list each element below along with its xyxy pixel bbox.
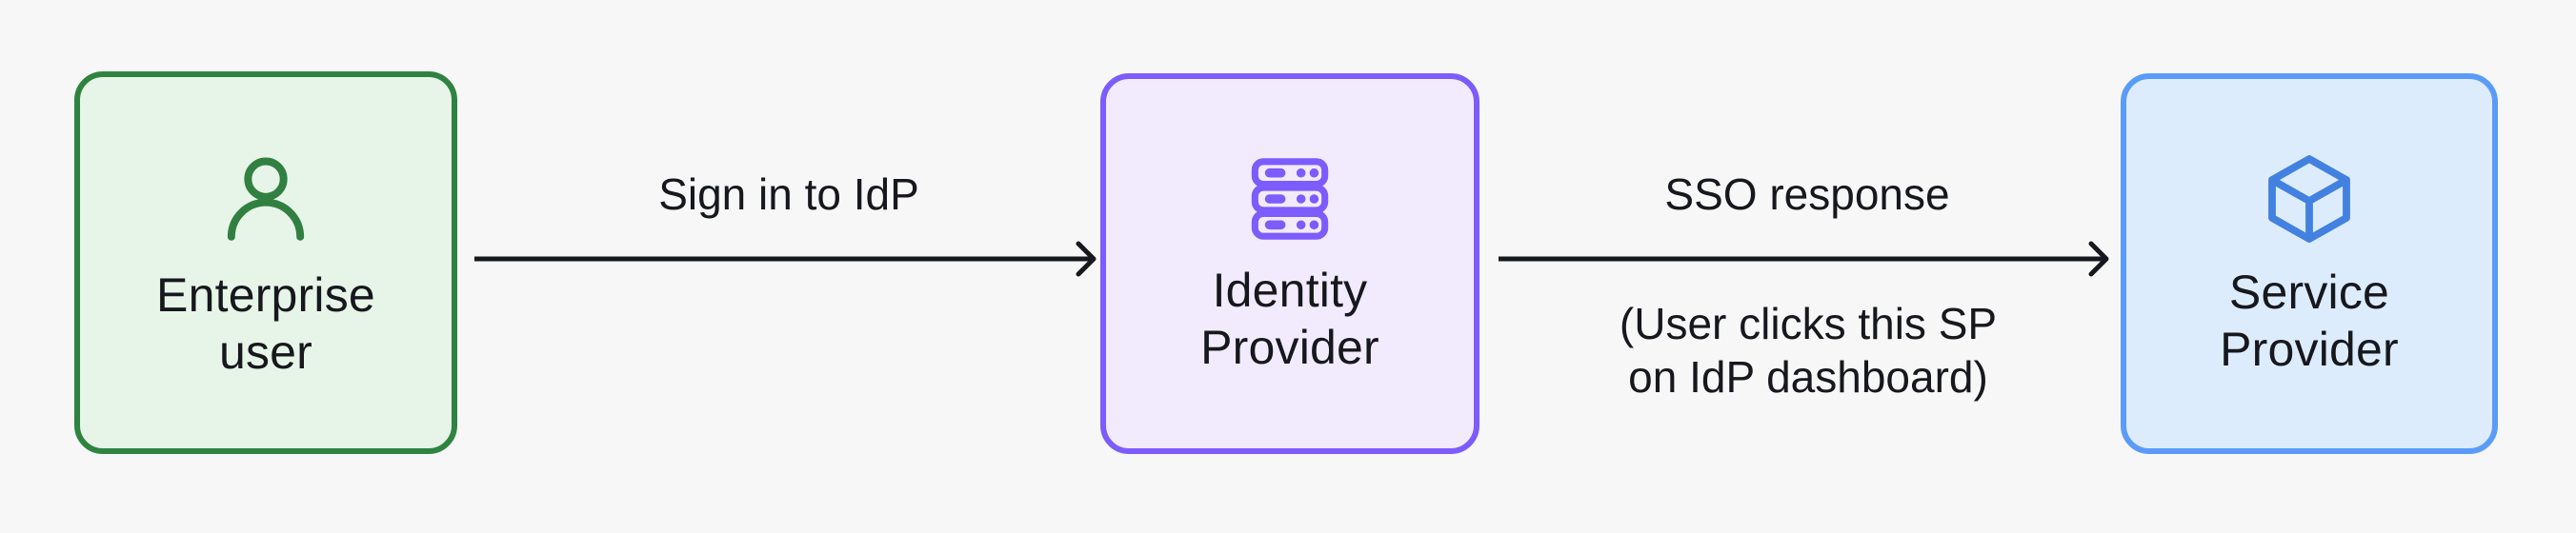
edge-idp-to-sp-label-below: (User clicks this SP on IdP dashboard) xyxy=(1619,299,1998,403)
user-icon xyxy=(212,145,319,251)
node-service-provider[interactable]: Service Provider xyxy=(2121,73,2498,454)
edge-user-to-idp-label-above: Sign in to IdP xyxy=(658,169,919,219)
server-rack-icon xyxy=(1242,151,1338,247)
edge-idp-to-sp-label-above: SSO response xyxy=(1664,169,1950,219)
cube-icon xyxy=(2260,149,2359,248)
node-enterprise-user-label: Enterprise user xyxy=(156,268,375,379)
node-service-provider-label: Service Provider xyxy=(2220,266,2399,376)
edge-idp-to-sp-arrow xyxy=(1499,228,2116,289)
node-identity-provider[interactable]: Identity Provider xyxy=(1100,73,1479,454)
node-enterprise-user[interactable]: Enterprise user xyxy=(74,71,457,454)
node-identity-provider-label: Identity Provider xyxy=(1200,264,1379,374)
edge-user-to-idp-arrow xyxy=(474,228,1103,289)
